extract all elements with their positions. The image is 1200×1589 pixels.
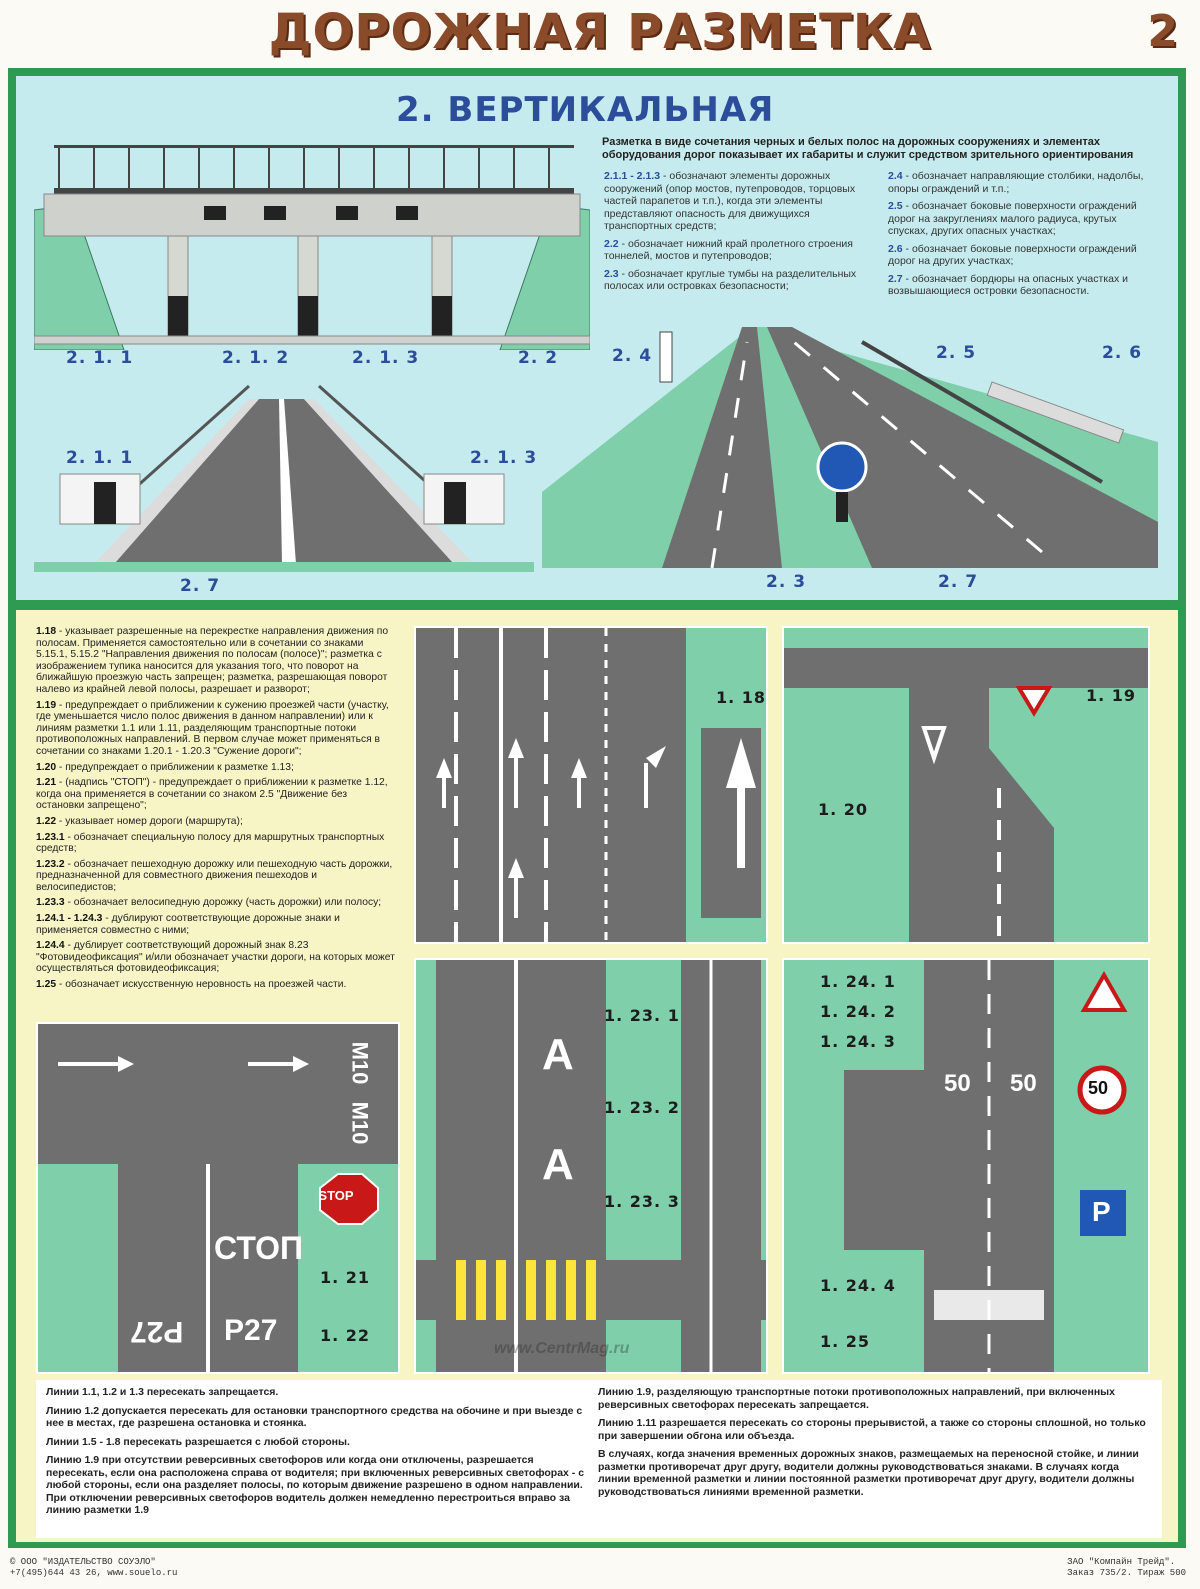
scene-special-lanes: А А (414, 958, 768, 1374)
rule-item: Линии 1.5 - 1.8 пересекать разрешается с… (46, 1435, 350, 1448)
highway-illustration (542, 327, 1158, 568)
descriptions-left: 2.1.1 - 2.1.3 - обозначают элементы доро… (604, 170, 864, 298)
section-intro: Разметка в виде сочетания черных и белых… (602, 136, 1134, 161)
m10-marking-2: M10 (347, 1101, 373, 1145)
rules-left: Линии 1.1, 1.2 и 1.3 пересекать запрещае… (46, 1386, 586, 1523)
label-2-6: 2. 6 (1102, 343, 1143, 363)
label-2-7-right: 2. 7 (938, 572, 979, 592)
narrowing-drawing (784, 648, 1148, 942)
publisher-contact: +7(495)644 43 26, www.souelo.ru (10, 1568, 178, 1578)
scene-narrowing (782, 626, 1150, 944)
printer-footer: ЗАО "Компайн Трейд". Заказ 735/2. Тираж … (1067, 1557, 1186, 1579)
section-title: 2. ВЕРТИКАЛЬНАЯ (396, 90, 775, 130)
rule-item: Линию 1.11 разрешается пересекать со сто… (598, 1417, 1146, 1442)
desc-item: 2.4 - обозначает направляющие столбики, … (888, 170, 1144, 195)
desc-item: 2.3 - обозначает круглые тумбы на раздел… (604, 267, 857, 293)
label-1-23-3: 1. 23. 3 (604, 1192, 680, 1211)
desc-item: 1.23.3 - обозначает велосипедную дорожку… (36, 897, 382, 909)
label-2-2: 2. 2 (518, 348, 559, 368)
speed-marking-2: 50 (1010, 1070, 1037, 1097)
speed-marking-1: 50 (944, 1070, 971, 1097)
duplicating-signs-drawing (844, 960, 1128, 1372)
speed-sign-value: 50 (1088, 1078, 1109, 1098)
label-1-23-2: 1. 23. 2 (604, 1098, 680, 1117)
horizontal-descriptions: 1.18 - указывает разрешенные на перекрес… (36, 626, 396, 995)
desc-item: 1.23.1 - обозначает специальную полосу д… (36, 831, 385, 855)
desc-item: 2.5 - обозначает боковые поверхности огр… (888, 200, 1137, 237)
desc-item: 1.19 - предупреждает о приближении к суж… (36, 699, 389, 757)
label-1-20: 1. 20 (818, 800, 869, 819)
stop-route-drawing (38, 1024, 398, 1372)
watermark: www.CentrMag.ru (494, 1340, 630, 1357)
label-2-1-3-top: 2. 1. 3 (352, 348, 420, 368)
page-title: ДОРОЖНАЯ РАЗМЕТКА (268, 4, 932, 60)
label-1-24-3: 1. 24. 3 (820, 1032, 896, 1051)
m10-marking-1: M10 (347, 1041, 373, 1085)
lane-arrows-drawing (416, 628, 761, 942)
desc-item: 2.7 - обозначает бордюры на опасных учас… (888, 272, 1129, 298)
desc-item: 2.1.1 - 2.1.3 - обозначают элементы доро… (604, 170, 856, 232)
descriptions-right: 2.4 - обозначает направляющие столбики, … (888, 170, 1150, 303)
label-1-24-4: 1. 24. 4 (820, 1276, 896, 1295)
route-marking: Р27 (224, 1314, 278, 1347)
label-1-24-2: 1. 24. 2 (820, 1002, 896, 1021)
desc-item: 1.18 - указывает разрешенные на перекрес… (36, 626, 389, 695)
route-marking-reversed: Р27 (130, 1315, 184, 1348)
bridge-illustration (34, 145, 590, 350)
bus-lane-letter-2: А (542, 1140, 574, 1189)
parking-sign-letter: P (1092, 1196, 1111, 1227)
rule-item: В случаях, когда значения временных доро… (598, 1448, 1139, 1498)
desc-item: 1.25 - обозначает искусственную неровнос… (36, 979, 347, 991)
special-lanes-drawing (416, 960, 766, 1372)
label-1-19: 1. 19 (1086, 686, 1137, 705)
print-run: Заказ 735/2. Тираж 500 (1067, 1568, 1186, 1578)
label-1-25: 1. 25 (820, 1332, 871, 1351)
label-2-1-3-bottom: 2. 1. 3 (470, 448, 538, 468)
desc-item: 2.2 - обозначает нижний край пролетного … (604, 237, 853, 263)
label-2-1-1-bottom: 2. 1. 1 (66, 448, 134, 468)
label-1-23-1: 1. 23. 1 (604, 1006, 680, 1025)
rule-item: Линию 1.9, разделяющую транспортные пото… (598, 1386, 1115, 1411)
label-2-4: 2. 4 (612, 346, 653, 366)
bridge-road-illustration (34, 384, 534, 572)
scene-stop-route: STOP СТОП Р27 Р27 M10 M10 (36, 1022, 400, 1374)
rule-item: Линию 1.9 при отсутствии реверсивных све… (46, 1454, 585, 1516)
label-1-24-1: 1. 24. 1 (820, 972, 896, 991)
scene-lane-arrows (414, 626, 768, 944)
label-1-22: 1. 22 (320, 1326, 371, 1345)
publisher-name: © ООО "ИЗДАТЕЛЬСТВО СОУЭЛО" (10, 1557, 156, 1567)
publisher-footer: © ООО "ИЗДАТЕЛЬСТВО СОУЭЛО" +7(495)644 4… (10, 1557, 177, 1579)
label-2-5: 2. 5 (936, 343, 977, 363)
label-2-7-left: 2. 7 (180, 576, 221, 596)
printer-name: ЗАО "Компайн Трейд". (1067, 1557, 1176, 1567)
label-1-21: 1. 21 (320, 1268, 371, 1287)
stop-marking: СТОП (214, 1230, 303, 1266)
scene-duplicating-signs: 50 P 50 50 (782, 958, 1150, 1374)
bus-lane-letter-1: А (542, 1030, 574, 1079)
rule-item: Линии 1.1, 1.2 и 1.3 пересекать запрещае… (46, 1386, 279, 1398)
rules-right: Линию 1.9, разделяющую транспортные пото… (598, 1386, 1148, 1504)
desc-item: 1.23.2 - обозначает пешеходную дорожку и… (36, 858, 393, 893)
label-2-1-1-top: 2. 1. 1 (66, 348, 134, 368)
desc-item: 1.22 - указывает номер дороги (маршрута)… (36, 815, 243, 827)
label-2-1-2: 2. 1. 2 (222, 348, 290, 368)
desc-item: 1.20 - предупреждает о приближении к раз… (36, 761, 294, 773)
label-1-18: 1. 18 (716, 688, 767, 707)
desc-item: 2.6 - обозначает боковые поверхности огр… (888, 242, 1137, 268)
stop-sign-text: STOP (318, 1188, 354, 1203)
desc-item: 1.24.1 - 1.24.3 - дублируют соответствую… (36, 913, 340, 936)
desc-item: 1.21 - (надпись "СТОП") - предупреждает … (36, 777, 388, 812)
rule-item: Линию 1.2 допускается пересекать для ост… (46, 1404, 583, 1430)
page-number: 2 (1147, 6, 1178, 57)
label-2-3: 2. 3 (766, 572, 807, 592)
rules-box: Линии 1.1, 1.2 и 1.3 пересекать запрещае… (36, 1380, 1162, 1538)
desc-item: 1.24.4 - дублирует соответствующий дорож… (36, 940, 395, 975)
